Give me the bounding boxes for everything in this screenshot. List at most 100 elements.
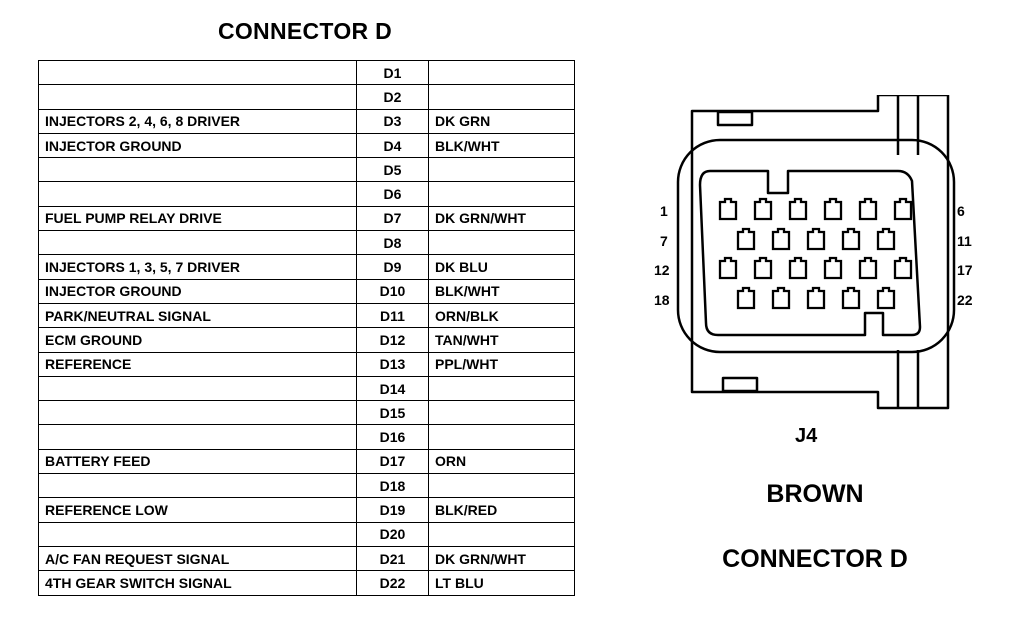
pin-label-22: 22 — [957, 292, 973, 308]
cell-pin: D17 — [356, 448, 429, 475]
cell-function: 4TH GEAR SWITCH SIGNAL — [38, 570, 357, 596]
cell-function: REFERENCE — [38, 351, 357, 377]
cell-color: BLK/RED — [428, 497, 575, 523]
cell-pin: D13 — [356, 351, 429, 377]
cell-color — [428, 84, 575, 110]
cell-function: INJECTORS 2, 4, 6, 8 DRIVER — [38, 108, 357, 134]
connector-color: BROWN — [766, 480, 864, 508]
cell-function: INJECTORS 1, 3, 5, 7 DRIVER — [38, 254, 357, 280]
pin-cavity — [753, 256, 773, 280]
pin-cavity — [718, 197, 738, 221]
cell-function — [38, 157, 357, 183]
cell-function — [38, 521, 357, 547]
pin-cavity — [771, 227, 791, 251]
cell-function — [38, 59, 357, 86]
cell-pin: D3 — [356, 108, 429, 134]
cell-function: A/C FAN REQUEST SIGNAL — [38, 545, 357, 572]
cell-color: ORN — [428, 448, 575, 475]
cell-color — [428, 473, 575, 499]
table-title: CONNECTOR D — [217, 18, 393, 44]
pin-cavity — [823, 256, 843, 280]
pin-cavity — [736, 227, 756, 251]
connector-housing — [690, 95, 950, 410]
pin-cavity — [736, 286, 756, 310]
pin-cavity — [753, 197, 773, 221]
cell-pin: D19 — [356, 497, 429, 523]
cell-pin: D4 — [356, 132, 429, 159]
cell-function: PARK/NEUTRAL SIGNAL — [38, 302, 357, 329]
connector-shell — [676, 138, 956, 354]
table-row: D6 — [38, 181, 575, 207]
table-row: D5 — [38, 157, 575, 183]
cell-function — [38, 375, 357, 402]
cell-color: DK GRN — [428, 108, 575, 134]
cell-function: REFERENCE LOW — [38, 497, 357, 523]
cell-function — [38, 473, 357, 499]
cell-pin: D12 — [356, 327, 429, 353]
table-row: D16 — [38, 424, 575, 450]
cell-color: DK GRN/WHT — [428, 545, 575, 572]
cell-function — [38, 181, 357, 207]
cell-function — [38, 84, 357, 110]
table-row: D8 — [38, 230, 575, 256]
latch-tab-top — [716, 110, 754, 127]
cell-function: INJECTOR GROUND — [38, 132, 357, 159]
cell-color — [428, 375, 575, 402]
pin-cavity — [788, 256, 808, 280]
connector-id: J4 — [795, 425, 818, 447]
cell-color: PPL/WHT — [428, 351, 575, 377]
table-row: D14 — [38, 375, 575, 402]
connector-title: CONNECTOR D — [722, 545, 908, 573]
cell-color: DK GRN/WHT — [428, 205, 575, 232]
pin-label-18: 18 — [654, 292, 670, 308]
cell-pin: D21 — [356, 545, 429, 572]
pin-cavity — [718, 256, 738, 280]
cell-function — [38, 400, 357, 426]
cell-pin: D7 — [356, 205, 429, 232]
table-row: D15 — [38, 400, 575, 426]
cell-function: ECM GROUND — [38, 327, 357, 353]
cell-color: DK BLU — [428, 254, 575, 280]
pin-label-7: 7 — [660, 233, 668, 249]
cell-color: TAN/WHT — [428, 327, 575, 353]
cell-pin: D2 — [356, 84, 429, 110]
cell-color: LT BLU — [428, 570, 575, 596]
pin-cavity — [788, 197, 808, 221]
pin-cavity — [893, 256, 913, 280]
cell-pin: D14 — [356, 375, 429, 402]
cell-pin: D1 — [356, 59, 429, 86]
cell-pin: D10 — [356, 278, 429, 304]
cell-function — [38, 424, 357, 450]
cell-function: FUEL PUMP RELAY DRIVE — [38, 205, 357, 232]
pin-cavity — [876, 227, 896, 251]
cell-color — [428, 230, 575, 256]
cell-pin: D8 — [356, 230, 429, 256]
cell-pin: D5 — [356, 157, 429, 183]
table-row: D20 — [38, 521, 575, 547]
cell-color: BLK/WHT — [428, 132, 575, 159]
cell-function: INJECTOR GROUND — [38, 278, 357, 304]
pin-label-11: 11 — [957, 233, 972, 249]
pin-label-1: 1 — [660, 203, 668, 219]
cell-color: BLK/WHT — [428, 278, 575, 304]
cell-pin: D11 — [356, 302, 429, 329]
cell-pin: D20 — [356, 521, 429, 547]
pin-cavity — [841, 286, 861, 310]
cell-color — [428, 521, 575, 547]
cell-pin: D18 — [356, 473, 429, 499]
pin-label-6: 6 — [957, 203, 965, 219]
pin-cavity — [858, 256, 878, 280]
cell-pin: D16 — [356, 424, 429, 450]
table-row: D1 — [38, 59, 575, 86]
table-row: D18 — [38, 473, 575, 499]
